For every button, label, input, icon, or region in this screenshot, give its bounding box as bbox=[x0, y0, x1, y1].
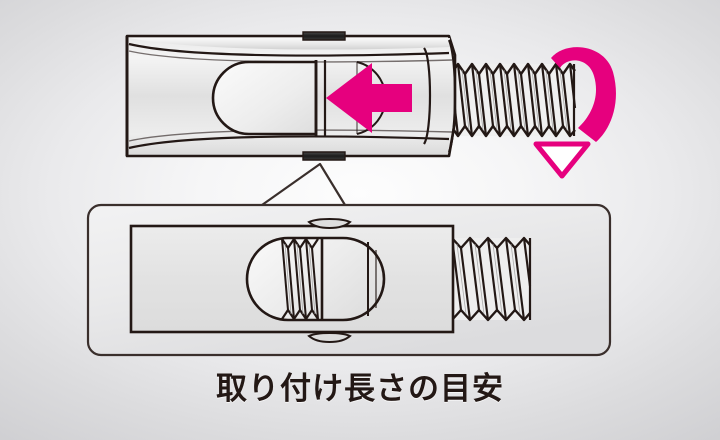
rotation-direction-arrow bbox=[533, 47, 616, 179]
top-view-group bbox=[125, 31, 616, 179]
bottom-seam-tab bbox=[302, 151, 346, 161]
section-bottom-seam-tab bbox=[307, 332, 352, 343]
top-seam-tab bbox=[302, 31, 346, 41]
insertion-direction-arrow bbox=[326, 63, 412, 133]
bottom-view-group bbox=[129, 218, 532, 343]
threaded-rod-section bbox=[450, 236, 532, 322]
thread-engagement-oval bbox=[245, 236, 386, 322]
section-top-seam-tab bbox=[307, 218, 352, 229]
figure-caption: 取り付け長さの目安 bbox=[216, 371, 504, 407]
callout-leader-line bbox=[260, 162, 347, 207]
